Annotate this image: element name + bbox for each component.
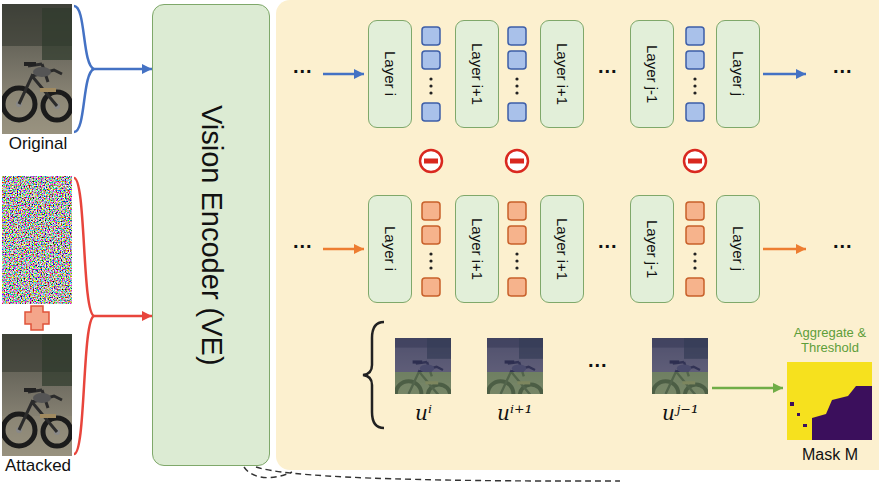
layer-box: Layer j-1 xyxy=(630,20,674,128)
image-node: Attacked xyxy=(2,334,74,476)
image-spacer xyxy=(2,334,74,456)
layer-box: Layer i+1 xyxy=(540,20,584,128)
layer-box: Layer i+1 xyxy=(540,195,584,303)
layer-label: Layer i+1 xyxy=(469,43,486,105)
layer-label: Layer i+1 xyxy=(554,218,571,280)
layer-label: Layer j xyxy=(730,226,747,271)
layer-panel xyxy=(276,0,879,470)
brace-arrow xyxy=(74,6,152,132)
input-photos xyxy=(2,4,72,460)
layer-label: Layer i+1 xyxy=(469,218,486,280)
layer-label: Layer j xyxy=(730,51,747,96)
ellipsis: ... xyxy=(293,230,313,253)
layer-box: Layer j-1 xyxy=(630,195,674,303)
ellipsis: ... xyxy=(588,349,608,372)
ellipsis: ... xyxy=(598,230,618,253)
dashed-zoom-lines xyxy=(244,467,620,481)
mask-image xyxy=(787,362,872,440)
encoder-box: Vision Encoder (VE) xyxy=(152,4,270,466)
layer-box: Layer j xyxy=(716,20,760,128)
ellipsis: ... xyxy=(833,55,853,78)
layer-box: Layer i xyxy=(368,195,412,303)
map-symbol: uʲ⁻¹ xyxy=(662,401,699,425)
encoder-label: Vision Encoder (VE) xyxy=(195,105,228,366)
step-note: Aggregate & Threshold xyxy=(786,325,874,355)
ellipsis: ... xyxy=(833,230,853,253)
image-caption: Original xyxy=(2,134,74,154)
layer-box: Layer i+1 xyxy=(455,195,499,303)
map-symbol: uⁱ⁺¹ xyxy=(497,401,532,425)
layer-label: Layer j-1 xyxy=(644,220,661,278)
ellipsis: ... xyxy=(598,55,618,78)
difference-maps xyxy=(395,314,708,418)
image-spacer xyxy=(2,4,74,134)
curly-brace xyxy=(363,322,384,428)
layer-label: Layer j-1 xyxy=(644,45,661,103)
mask-caption: Mask M xyxy=(802,446,858,464)
layer-label: Layer i xyxy=(382,51,399,96)
layer-label: Layer i xyxy=(382,226,399,271)
layer-box: Layer j xyxy=(716,195,760,303)
aggregate-arrow xyxy=(712,387,783,390)
layer-label: Layer i+1 xyxy=(554,43,571,105)
layer-box: Layer i xyxy=(368,20,412,128)
brace-arrow xyxy=(74,178,152,454)
layer-box: Layer i+1 xyxy=(455,20,499,128)
minus-symbols xyxy=(420,150,706,172)
image-node: Original xyxy=(2,4,74,154)
image-caption: Attacked xyxy=(2,456,74,476)
ellipsis: ... xyxy=(293,55,313,78)
map-symbol: uⁱ xyxy=(415,401,432,425)
